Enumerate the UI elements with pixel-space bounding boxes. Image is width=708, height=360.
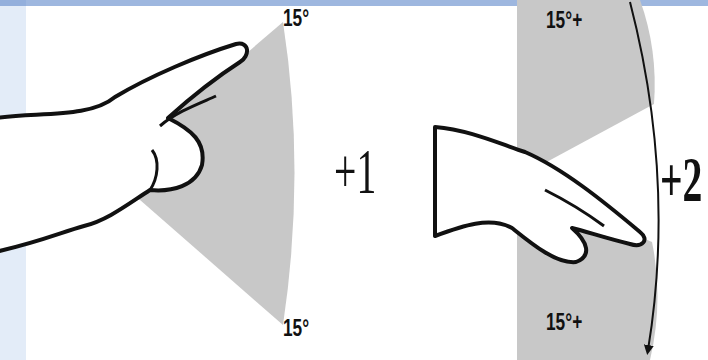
rotation-arrow xyxy=(630,2,659,350)
finger-line xyxy=(545,190,604,226)
finger-line xyxy=(160,96,216,126)
angle-label: 15° xyxy=(283,316,309,340)
angle-wedge xyxy=(517,0,655,178)
score-label: +1 xyxy=(334,140,376,204)
angle-label: 15°+ xyxy=(546,8,582,32)
thumb-line xyxy=(150,150,157,190)
pointing-hand xyxy=(435,127,645,262)
score-label: +2 xyxy=(660,148,702,212)
angle-label: 15° xyxy=(283,6,309,30)
angle-label: 15°+ xyxy=(546,310,582,334)
pointing-hand xyxy=(0,44,247,252)
